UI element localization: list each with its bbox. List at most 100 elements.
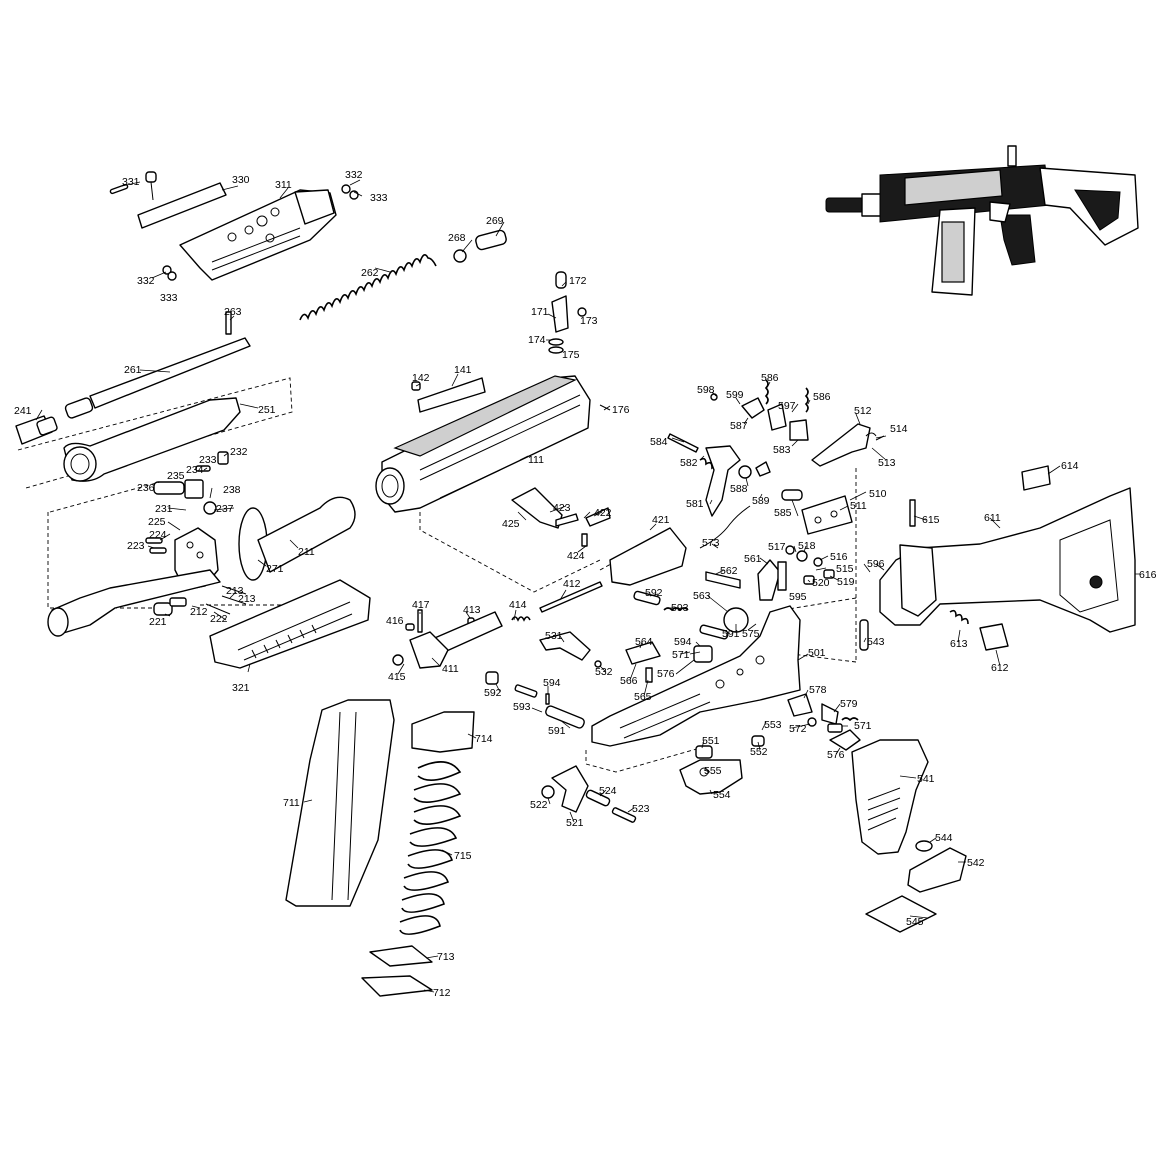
label-589: 589 [752,495,770,507]
upper-receiver-group [375,375,591,513]
label-711: 711 [283,797,300,809]
label-234: 234 [186,464,204,476]
label-423: 423 [553,502,571,514]
label-584: 584 [650,436,668,448]
label-414: 414 [509,599,527,611]
label-173: 173 [580,315,598,327]
label-233: 233 [199,454,217,466]
label-412: 412 [563,578,581,590]
label-522: 522 [530,799,548,811]
label-596: 596 [867,558,885,570]
label-141: 141 [454,364,472,376]
label-269: 269 [486,215,504,227]
label-583: 583 [773,444,791,456]
label-268: 268 [448,232,466,244]
label-715: 715 [454,850,472,862]
label-238: 238 [223,484,241,496]
label-581: 581 [686,498,704,510]
label-517: 517 [768,541,786,553]
label-513: 513 [878,457,896,469]
label-594-a: 594 [674,636,692,648]
label-413: 413 [463,604,481,616]
label-555: 555 [704,765,722,777]
trigger-group [485,379,967,933]
label-174: 174 [528,334,546,346]
label-514: 514 [890,423,908,435]
label-224: 224 [149,529,167,541]
label-321: 321 [232,682,250,694]
label-524: 524 [599,785,617,797]
label-561: 561 [744,553,762,565]
label-542: 542 [967,857,985,869]
label-575: 575 [742,628,760,640]
label-142: 142 [412,372,430,384]
label-586-b: 586 [813,391,831,403]
label-613: 613 [950,638,968,650]
label-586-a: 586 [761,372,779,384]
label-111: 111 [528,454,544,466]
stock-group [879,465,1136,651]
label-594-b: 594 [543,677,561,689]
label-562: 562 [720,565,738,577]
label-333-bottom: 333 [160,292,178,304]
label-231: 231 [155,503,173,515]
label-222: 222 [210,613,228,625]
label-576-b: 576 [827,749,845,761]
label-521: 521 [566,817,584,829]
label-411: 411 [442,663,459,675]
label-599: 599 [726,389,744,401]
label-417: 417 [412,599,430,611]
label-172: 172 [569,275,587,287]
label-523: 523 [632,803,650,815]
label-251: 251 [258,404,276,416]
label-416: 416 [386,615,404,627]
label-587: 587 [730,420,748,432]
label-241: 241 [14,405,32,417]
label-582: 582 [680,457,698,469]
label-515: 515 [836,563,854,575]
label-171: 171 [531,306,549,318]
label-565: 565 [634,691,652,703]
label-588: 588 [730,483,748,495]
label-541: 541 [917,773,935,785]
label-511: 511 [850,500,867,512]
label-612: 612 [991,662,1009,674]
label-211: 211 [298,546,315,558]
label-571-a: 571 [672,649,690,661]
label-271: 271 [266,563,284,575]
label-501: 501 [808,647,826,659]
label-516: 516 [830,551,848,563]
bolt-carrier-group [392,487,687,669]
label-311: 311 [275,179,292,191]
barrel-spring-group [15,229,507,489]
label-572: 572 [789,723,807,735]
assembled-rifle-illustration [825,145,1139,296]
label-615: 615 [922,514,940,526]
label-592-a: 592 [645,587,663,599]
label-573: 573 [702,537,720,549]
label-571-b: 571 [854,720,872,732]
label-212: 212 [190,606,208,618]
label-566: 566 [620,675,638,687]
label-175: 175 [562,349,580,361]
label-545: 545 [906,916,924,928]
label-333-top: 333 [370,192,388,204]
label-262: 262 [361,267,379,279]
label-543: 543 [867,636,885,648]
label-424: 424 [567,550,585,562]
label-553: 553 [764,719,782,731]
label-554: 554 [713,789,731,801]
label-585: 585 [774,507,792,519]
label-614: 614 [1061,460,1079,472]
label-332-bottom: 332 [137,275,155,287]
front-sight-group [548,271,611,411]
label-520: 520 [812,577,830,589]
label-512: 512 [854,405,872,417]
label-591-b: 591 [548,725,566,737]
label-518: 518 [798,540,816,552]
label-510: 510 [869,488,887,500]
label-232: 232 [230,446,248,458]
label-261: 261 [124,364,142,376]
label-578: 578 [809,684,827,696]
label-213-a: 213 [226,585,244,597]
